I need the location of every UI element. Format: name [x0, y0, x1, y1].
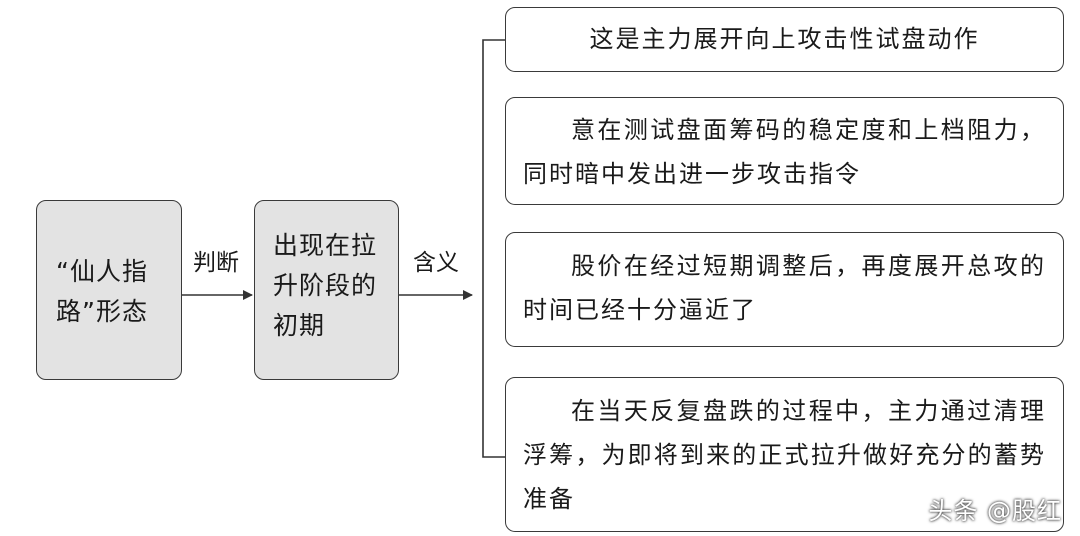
source-box	[36, 200, 182, 380]
watermark: 头条 @股红	[928, 497, 1062, 525]
stage-box	[254, 200, 399, 380]
stage-label: 出现在拉 升阶段的 初期	[273, 226, 393, 346]
stage-line-1: 出现在拉	[273, 231, 378, 260]
stage-line-2: 升阶段的	[273, 271, 378, 300]
judge-label: 判断	[193, 250, 239, 276]
meaning-text-2: 意在测试盘面筹码的稳定度和上档阻力，同时暗中发出进一步攻击指令	[523, 116, 1046, 188]
meaning-box-1	[505, 7, 1064, 72]
meaning-text-3: 股价在经过短期调整后，再度展开总攻的时间已经十分逼近了	[523, 252, 1046, 324]
source-line-2: 路”形态	[56, 297, 148, 326]
stage-line-3: 初期	[273, 311, 326, 340]
meaning-box-2	[505, 97, 1064, 205]
source-label: “仙人指 路”形态	[56, 252, 176, 332]
meaning-box-3	[505, 232, 1064, 347]
source-line-1: “仙人指	[56, 257, 148, 286]
meaning-label: 含义	[413, 250, 459, 276]
bracket	[482, 39, 505, 458]
meaning-text-1: 这是主力展开向上攻击性试盘动作	[589, 25, 980, 53]
meaning-text-4: 在当天反复盘跌的过程中，主力通过清理浮筹，为即将到来的正式拉升做好充分的蓄势准备	[523, 397, 1046, 513]
meaning-box-4	[505, 377, 1064, 532]
